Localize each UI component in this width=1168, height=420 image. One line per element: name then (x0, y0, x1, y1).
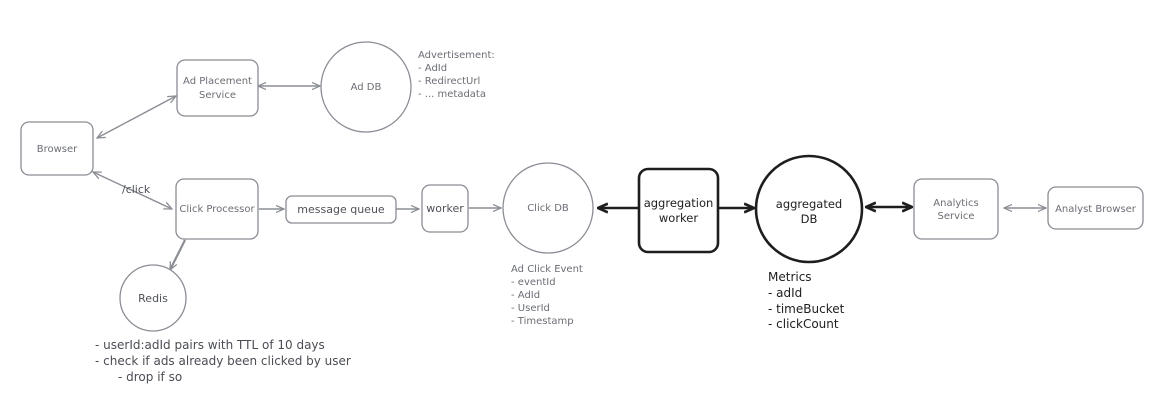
note-metrics: Metrics - adId - timeBucket - clickCount (768, 270, 845, 331)
node-analytics-service[interactable]: Analytics Service (913, 178, 999, 240)
svg-text:Ad DB: Ad DB (351, 82, 382, 93)
edge-browser-click-processor (93, 172, 172, 209)
svg-text:Advertisement:: Advertisement: (418, 50, 495, 61)
edge-browser-ad-placement (97, 96, 176, 138)
svg-text:- AdId: - AdId (418, 63, 447, 74)
note-ad-click-event: Ad Click Event - eventId - AdId - UserId… (511, 264, 583, 327)
svg-text:- timeBucket: - timeBucket (768, 302, 845, 316)
svg-text:- clickCount: - clickCount (768, 317, 839, 331)
node-ad-db[interactable]: Ad DB (320, 41, 412, 133)
svg-text:Analyst Browser: Analyst Browser (1055, 204, 1137, 215)
edges: /click (93, 86, 1046, 270)
node-analyst-browser[interactable]: Analyst Browser (1047, 186, 1144, 230)
svg-text:message queue: message queue (297, 203, 385, 216)
svg-text:- UserId: - UserId (511, 303, 550, 314)
svg-text:worker: worker (426, 202, 464, 215)
svg-text:Browser: Browser (37, 144, 78, 155)
svg-text:- ... metadata: - ... metadata (418, 89, 486, 100)
edge-click-processor-redis (169, 239, 186, 270)
node-aggregated-db[interactable]: aggregated DB (754, 154, 864, 264)
svg-text:- eventId: - eventId (511, 277, 556, 288)
svg-text:Redis: Redis (138, 292, 168, 305)
svg-text:Ad Click Event: Ad Click Event (511, 264, 583, 275)
node-browser[interactable]: Browser (20, 121, 94, 176)
node-ad-placement-service[interactable]: Ad Placement Service (176, 59, 259, 117)
edge-label-click: /click (122, 183, 151, 196)
svg-text:- AdId: - AdId (511, 290, 540, 301)
svg-text:- Timestamp: - Timestamp (511, 316, 574, 327)
svg-text:Click DB: Click DB (527, 203, 569, 214)
svg-text:Ad Placement: Ad Placement (183, 76, 252, 87)
svg-text:aggregation: aggregation (644, 196, 714, 210)
node-worker[interactable]: worker (421, 184, 469, 233)
note-redis: - userId:adId pairs with TTL of 10 days … (95, 338, 351, 384)
node-click-db[interactable]: Click DB (502, 162, 594, 254)
svg-text:Metrics: Metrics (768, 270, 812, 284)
svg-text:- check if ads already been cl: - check if ads already been clicked by u… (95, 354, 351, 368)
svg-text:- userId:adId pairs with TTL o: - userId:adId pairs with TTL of 10 days (95, 338, 325, 352)
node-message-queue[interactable]: message queue (285, 195, 397, 224)
svg-text:- drop if so: - drop if so (118, 370, 182, 384)
svg-text:worker: worker (659, 211, 698, 225)
svg-text:- adId: - adId (768, 286, 802, 300)
svg-text:aggregated: aggregated (776, 197, 842, 211)
note-advertisement: Advertisement: - AdId - RedirectUrl - ..… (418, 50, 495, 100)
node-click-processor[interactable]: Click Processor (175, 178, 259, 240)
node-redis[interactable]: Redis (119, 264, 187, 332)
svg-text:DB: DB (801, 212, 818, 226)
svg-text:Analytics: Analytics (933, 198, 978, 209)
svg-text:- RedirectUrl: - RedirectUrl (418, 76, 480, 87)
svg-text:Click Processor: Click Processor (179, 204, 255, 215)
node-aggregation-worker[interactable]: aggregation worker (637, 167, 720, 254)
svg-text:Service: Service (938, 211, 975, 222)
svg-text:Service: Service (199, 90, 236, 101)
